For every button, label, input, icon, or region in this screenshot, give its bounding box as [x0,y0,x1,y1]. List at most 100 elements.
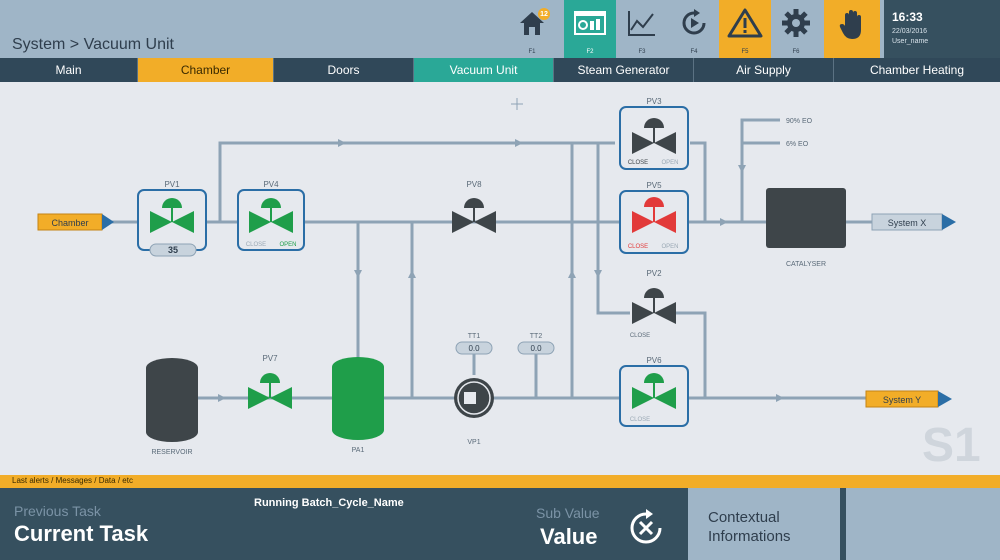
tab-chamber-heating[interactable]: Chamber Heating [869,63,965,77]
previous-task: Previous Task [14,503,101,519]
home-icon [520,12,544,35]
username: User_name [892,38,929,45]
time: 16:33 [892,10,923,24]
svg-text:OPEN: OPEN [279,242,296,248]
tab-bar: Main Chamber Doors Vacuum Unit Steam Gen… [0,58,1000,82]
tab-doors[interactable]: Doors [274,58,414,82]
cycle-play-icon [682,9,706,35]
clock-panel: 16:33 22/03/2016 User_name [884,0,1000,58]
hand-stop-icon [839,10,861,39]
svg-text:VP1: VP1 [467,439,480,446]
svg-text:System X: System X [888,218,927,228]
cancel-timer-button[interactable] [626,508,666,553]
footer-status: Previous Task Current Task Running Batch… [0,488,1000,560]
tt2-value: 0.0 [530,344,542,353]
svg-text:CLOSE: CLOSE [630,417,650,423]
alerts-bar[interactable]: Last alerts / Messages / Data / etc [0,475,1000,488]
svg-text:CLOSE: CLOSE [628,244,648,250]
eo6-label: 6% EO [786,141,809,148]
pa1-tank[interactable]: PA1 [332,357,384,454]
home-button[interactable]: 12 F1 [508,0,556,58]
fkey-label: F5 [741,49,749,55]
contextual-info-text: Contextual Informations [708,509,791,545]
notification-badge: 12 [538,8,550,20]
fkey-label: F1 [528,49,536,55]
reservoir-tank[interactable]: RESERVOIR [146,358,198,456]
fkey-label: F4 [690,49,698,55]
svg-text:CATALYSER: CATALYSER [786,261,826,268]
settings-button[interactable]: F6 [772,0,820,58]
valve-pv6[interactable]: PV6 CLOSE [619,356,689,427]
svg-text:PV3: PV3 [646,97,662,106]
svg-text:System Y: System Y [883,395,921,405]
svg-text:PV1: PV1 [164,180,180,189]
cycle-button[interactable]: F4 [670,0,718,58]
svg-text:PV5: PV5 [646,181,662,190]
emergency-stop-button[interactable] [824,0,880,58]
trend-chart-icon [628,11,655,36]
valve-pv4[interactable]: PV4 CLOSE OPEN [237,180,305,251]
fkey-label: F6 [792,49,800,55]
process-screen-button[interactable]: F2 [564,0,616,58]
warning-icon [727,8,763,38]
svg-text:CLOSE: CLOSE [246,242,266,248]
svg-text:PV7: PV7 [262,354,278,363]
timer-cancel-icon [630,509,662,544]
process-diagram: Chamber PV1 35 PV4 CLOSE OPEN PV8 PV3 CL… [37,97,956,456]
tt1-sensor[interactable]: TT1 0.0 [455,333,493,355]
eo90-label: 90% EO [786,118,813,125]
tab-chamber[interactable]: Chamber [138,58,274,82]
tab-vacuum-unit[interactable]: Vacuum Unit [414,58,554,82]
svg-text:PV4: PV4 [263,180,279,189]
batch-name: Running Batch_Cycle_Name [254,497,404,509]
value-label: Value [540,524,598,549]
svg-text:OPEN: OPEN [661,160,678,166]
pipes [100,118,885,400]
gear-icon [782,9,810,37]
tab-air-supply[interactable]: Air Supply [694,58,834,82]
vp1-pump[interactable]: VP1 [454,378,494,446]
flow-arrows [218,139,784,402]
chamber-inlet-tag[interactable]: Chamber [37,213,114,231]
tab-steam-generator[interactable]: Steam Generator [554,58,694,82]
svg-text:PV8: PV8 [466,180,482,189]
tab-main[interactable]: Main [0,58,138,82]
svg-text:CLOSE: CLOSE [630,333,650,339]
breadcrumb: System > Vacuum Unit [12,36,174,53]
catalyser[interactable]: CATALYSER [766,188,846,268]
tt2-sensor[interactable]: TT2 0.0 [517,333,555,355]
sub-value-label: Sub Value [536,505,600,521]
system-x-tag[interactable]: System X [871,213,956,231]
valve-pv3[interactable]: PV3 CLOSE OPEN [619,97,689,170]
process-screen-icon [574,11,606,35]
crosshair-cursor-icon [511,98,523,110]
valve-pv1[interactable]: PV1 35 [137,180,207,257]
fkey-label: F2 [586,49,594,55]
top-bar: System > Vacuum Unit 12 F1 F2 F3 F4 F5 F… [0,0,1000,58]
svg-text:CLOSE: CLOSE [628,160,648,166]
contextual-info-panel[interactable]: Contextual Informations [688,488,840,560]
svg-text:OPEN: OPEN [661,244,678,250]
svg-text:TT2: TT2 [530,333,543,340]
svg-text:PA1: PA1 [352,447,365,454]
valve-pv7[interactable]: PV7 [248,354,292,409]
fkey-label: F3 [638,49,646,55]
alarm-button[interactable]: F5 [719,0,771,58]
tt1-value: 0.0 [468,344,480,353]
trend-button[interactable]: F3 [618,0,666,58]
system-y-tag[interactable]: System Y [865,390,952,408]
valve-pv2[interactable]: PV2 CLOSE [630,269,676,339]
valve-pv8[interactable]: PV8 [452,180,496,233]
svg-text:Chamber: Chamber [51,218,88,228]
valve-pv5[interactable]: PV5 CLOSE OPEN [619,181,689,254]
svg-text:PV6: PV6 [646,356,662,365]
svg-text:TT1: TT1 [468,333,481,340]
date: 22/03/2016 [892,28,928,35]
extra-panel[interactable] [846,488,1000,560]
alerts-text: Last alerts / Messages / Data / etc [12,476,133,485]
current-task: Current Task [14,521,149,546]
station-label: S1 [922,419,981,472]
pv1-value: 35 [168,245,178,255]
svg-text:PV2: PV2 [646,269,662,278]
svg-text:RESERVOIR: RESERVOIR [151,449,192,456]
